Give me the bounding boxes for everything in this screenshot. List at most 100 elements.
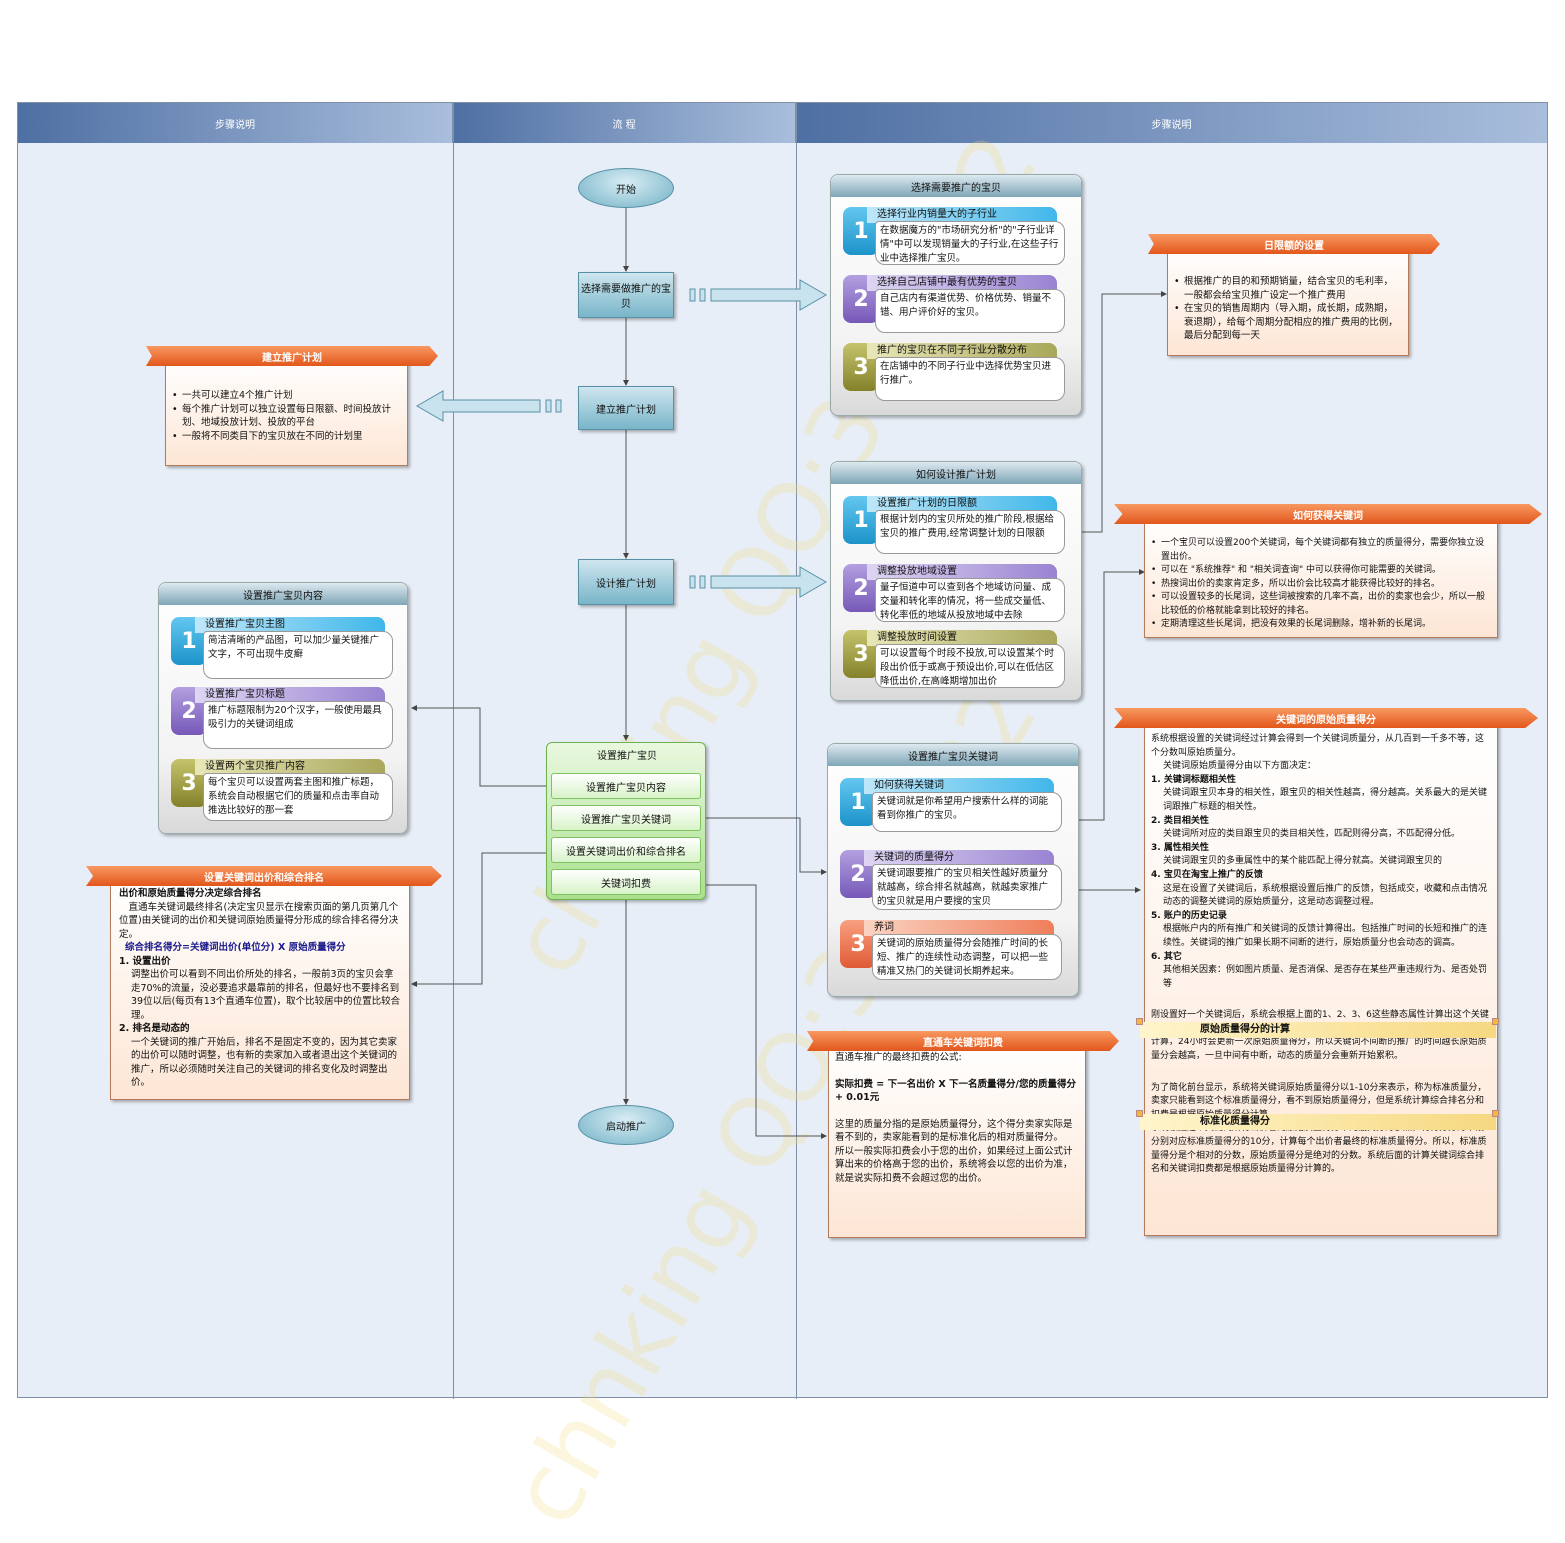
lane-header-left: 步骤说明 [18, 103, 453, 143]
panel-title: 如何设计推广计划 [831, 462, 1081, 484]
flow-setup-keywords[interactable]: 设置推广宝贝关键词 [551, 805, 701, 831]
step-1: 1 设置推广计划的日限额 根据计划内的宝贝所处的推广阶段,根据给宝贝的推广费用,… [843, 496, 1077, 554]
step-body: 每个宝贝可以设置两套主图和推广标题，系统会自动根据它们的质量和点击率自动推选比较… [203, 773, 393, 821]
step-2: 2 选择自己店铺中最有优势的宝贝 自己店内有渠道优势、价格优势、销量不错、用户评… [843, 275, 1077, 333]
step-body: 在店铺中的不同子行业中选择优势宝贝进行推广。 [875, 357, 1065, 401]
flow-setup-content[interactable]: 设置推广宝贝内容 [551, 773, 701, 799]
note-item: 一个宝贝可以设置200个关键词，每个关键词都有独立的质量得分，需要你独立设置出价… [1151, 537, 1491, 564]
note-get-keywords: 一个宝贝可以设置200个关键词，每个关键词都有独立的质量得分，需要你独立设置出价… [1144, 516, 1498, 638]
step-2: 2 设置推广宝贝标题 推广标题限制为20个汉字，一般使用最具吸引力的关键词组成 [171, 687, 405, 749]
panel-item-content: 设置推广宝贝内容 1 设置推广宝贝主图 简洁清晰的产品图，可以加少量关键推广文字… [158, 582, 408, 834]
step-2: 2 关键词的质量得分 关键词跟要推广的宝贝相关性越好质量分就越高，综合排名就越高… [840, 850, 1074, 910]
note-daily-budget: 根据推广的目的和预期销量，结合宝贝的毛利率，一般都会给宝贝推广设定一个推广费用 … [1167, 246, 1409, 356]
marker-icon [1492, 1018, 1499, 1025]
note-text: 系统根据这个关键词所有出价者的原始质量得分中的最高分为参照，将得分分为十段分别对… [1151, 1123, 1487, 1175]
note-text: 关键词原始质量得分由以下方面决定： [1163, 761, 1317, 772]
note-bid-ranking-title: 设置关键词出价和综合排名 [86, 866, 442, 886]
lane-header-right: 步骤说明 [796, 103, 1548, 143]
step-number: 2 [843, 564, 879, 612]
connector-lines [411, 208, 1167, 1139]
note-formula: 实际扣费 = 下一名出价 X 下一名质量得分/您的质量得分 + 0.01元 [835, 1078, 1076, 1104]
marker-icon [1136, 1110, 1143, 1117]
step-number: 1 [843, 207, 879, 255]
step-title: 调整投放时间设置 [867, 630, 1057, 646]
note-item: 可以设置较多的长尾词，这些词被搜索的几率不高，出价的卖家也会少，所以一般比较低的… [1151, 591, 1491, 618]
flow-start[interactable]: 开始 [578, 168, 674, 208]
note-text: 这是在设置了关键词后，系统根据设置后推广的反馈，包括成交，收藏和点击情况动态的调… [1163, 883, 1488, 908]
note-text: 关键词跟宝贝本身的相关性，跟宝贝的相关性越高，得分越高。关系最大的是关键词跟推广… [1163, 788, 1488, 812]
note-subtitle: 3. 属性相关性 [1151, 842, 1209, 853]
note-item: 根据推广的目的和预期销量，结合宝贝的毛利率，一般都会给宝贝推广设定一个推广费用 [1174, 275, 1402, 302]
note-text: 关键词所对应的类目跟宝贝的类目相关性，匹配则得分高，不匹配得分低。 [1163, 829, 1461, 840]
note-item: 在宝贝的销售周期内（导入期，成长期，成熟期，衰退期），给每个周期分配相应的推广费… [1174, 302, 1402, 343]
note-subtitle: 1. 关键词标题相关性 [1151, 774, 1236, 785]
lane-divider [453, 103, 454, 1399]
lane-header-mid: 流 程 [453, 103, 796, 143]
note-get-keywords-title: 如何获得关键词 [1114, 504, 1542, 524]
step-title: 选择行业内销量大的子行业 [867, 207, 1057, 223]
step-title: 调整投放地域设置 [867, 564, 1057, 580]
flow-setup-title: 设置推广宝贝 [597, 751, 657, 762]
note-text: 系统根据设置的关键词经过计算会得到一个关键词质量分，从几百到一千多不等，这个分数… [1151, 734, 1485, 758]
note-subtitle: 1. 设置出价 [119, 955, 171, 967]
step-3: 3 推广的宝贝在不同子行业分散分布 在店铺中的不同子行业中选择优势宝贝进行推广。 [843, 343, 1077, 401]
step-title: 设置推广计划的日限额 [867, 496, 1057, 512]
note-item: 定期清理这些长尾词，把没有效果的长尾词删除，增补新的长尾词。 [1151, 618, 1491, 632]
step-body: 关键词跟要推广的宝贝相关性越好质量分就越高，综合排名就越高，就越卖家推广的宝贝就… [872, 864, 1062, 910]
note-bid-ranking: 出价和原始质量得分决定综合排名 直通车关键词最终排名(决定宝贝显示在搜索页面的第… [110, 880, 410, 1100]
note-item: 一般将不同类目下的宝贝放在不同的计划里 [172, 430, 401, 444]
note-item: 每个推广计划可以独立设置每日限额、时间投放计划、地域投放计划、投放的平台 [172, 403, 401, 430]
step-1: 1 如何获得关键词 关键词就是你希望用户搜索什么样的词能看到你推广的宝贝。 [840, 778, 1074, 836]
step-body: 在数据魔方的"市场研究分析"的"子行业详情"中可以发现销量大的子行业,在这些子行… [875, 221, 1065, 265]
step-body: 简洁清晰的产品图，可以加少量关键推广文字，不可出现牛皮癣 [203, 631, 393, 679]
marker-icon [1492, 1110, 1499, 1117]
step-title: 设置推广宝贝主图 [195, 617, 385, 633]
step-3: 3 养词 关键词的原始质量得分会随推广时间的长短、推广的连续性动态调整，可以把一… [840, 920, 1074, 980]
flow-design-plan[interactable]: 设计推广计划 [578, 559, 674, 605]
lane-divider [796, 103, 797, 1399]
note-subhead-calc: 原始质量得分的计算 [1140, 1022, 1496, 1038]
flow-select-item[interactable]: 选择需要做推广的宝贝 [578, 272, 674, 318]
note-subtitle: 5. 账户的历史记录 [1151, 910, 1227, 921]
note-text: 这里的质量分指的是原始质量得分，这个得分卖家实际是看不到的，卖家能看到的是标准化… [835, 1118, 1073, 1144]
step-title: 推广的宝贝在不同子行业分散分布 [867, 343, 1057, 359]
step-body: 关键词的原始质量得分会随推广时间的长短、推广的连续性动态调整，可以把一些精准又热… [872, 934, 1062, 980]
note-subtitle: 2. 排名是动态的 [119, 1023, 190, 1034]
step-body: 关键词就是你希望用户搜索什么样的词能看到你推广的宝贝。 [872, 792, 1062, 832]
note-text: 调整出价可以看到不同出价所处的排名，一般前3页的宝贝会拿走70%的流量，没必要追… [131, 969, 401, 1021]
step-body: 自己店内有渠道优势、价格优势、销量不错、用户评价好的宝贝。 [875, 289, 1065, 333]
note-keyword-fee: 直通车推广的最终扣费的公式: 实际扣费 = 下一名出价 X 下一名质量得分/您的… [828, 1044, 1086, 1238]
step-title: 养词 [864, 920, 1054, 936]
note-build-plan-title: 建立推广计划 [146, 346, 438, 366]
note-text: 一个关键词的推广开始后，排名不是固定不变的，因为其它卖家的出价可以随时调整，也有… [131, 1036, 398, 1089]
note-quality-score-title: 关键词的原始质量得分 [1114, 708, 1538, 728]
flow-launch[interactable]: 启动推广 [578, 1105, 674, 1145]
flow-setup-item-group[interactable]: 设置推广宝贝 设置推广宝贝内容 设置推广宝贝关键词 设置关键词出价和综合排名 关… [546, 742, 706, 900]
note-text: 直通车关键词最终排名(决定宝贝显示在搜索页面的第几页第几个位置)由关键词的出价和… [119, 901, 399, 940]
note-subhead-standard: 标准化质量得分 [1140, 1114, 1496, 1130]
step-body: 推广标题限制为20个汉字，一般使用最具吸引力的关键词组成 [203, 701, 393, 749]
step-body: 根据计划内的宝贝所处的推广阶段,根据给宝贝的推广费用,经常调整计划的日限额 [875, 510, 1065, 554]
note-item: 热搜词出价的卖家肯定多，所以出价会比较高才能获得比较好的排名。 [1151, 578, 1491, 592]
marker-icon [1136, 1018, 1143, 1025]
note-quality-score: 系统根据设置的关键词经过计算会得到一个关键词质量分，从几百到一千多不等，这个分数… [1144, 722, 1498, 1236]
flow-build-plan[interactable]: 建立推广计划 [578, 386, 674, 430]
flow-keyword-fee[interactable]: 关键词扣费 [551, 869, 701, 895]
panel-title: 设置推广宝贝内容 [159, 583, 407, 605]
panel-title: 选择需要推广的宝贝 [831, 175, 1081, 197]
note-text: 关键词跟宝贝的多重属性中的某个能匹配上得分就高。关键词跟宝贝的 [1163, 856, 1443, 867]
note-build-plan: 一共可以建立4个推广计划 每个推广计划可以独立设置每日限额、时间投放计划、地域投… [165, 358, 408, 466]
note-text: 直通车推广的最终扣费的公式: [835, 1052, 962, 1063]
step-title: 设置推广宝贝标题 [195, 687, 385, 703]
flow-setup-bid[interactable]: 设置关键词出价和综合排名 [551, 837, 701, 863]
note-subtitle: 6. 其它 [1151, 951, 1182, 962]
note-text: 根据帐户内的所有推广和关键词的反馈计算得出。包括推广时间的长短和推广的连续性。关… [1163, 924, 1488, 948]
note-item: 可以在 "系统推荐" 和 "相关词查询" 中可以获得你可能需要的关键词。 [1151, 564, 1491, 578]
note-subtitle: 2. 类目相关性 [1151, 815, 1209, 826]
note-text: 其他相关因素：例如图片质量、是否消保、是否存在某些严重违规行为、是否处罚等 [1163, 965, 1488, 989]
step-number: 3 [843, 630, 879, 678]
step-1: 1 选择行业内销量大的子行业 在数据魔方的"市场研究分析"的"子行业详情"中可以… [843, 207, 1077, 265]
note-daily-budget-title: 日限额的设置 [1148, 234, 1440, 254]
note-heading: 出价和原始质量得分决定综合排名 [119, 888, 262, 899]
step-3: 3 调整投放时间设置 可以设置每个时段不投放,可以设置某个时段出价低于或高于预设… [843, 630, 1077, 688]
